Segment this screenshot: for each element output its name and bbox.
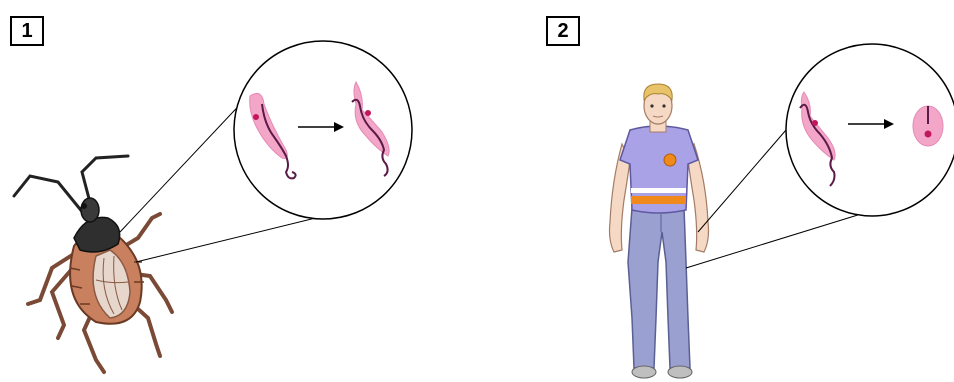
right-shoe: [668, 366, 692, 378]
bug-head: [81, 198, 99, 222]
bug-thorax: [74, 217, 120, 252]
shirt-stripe-white: [631, 188, 686, 193]
kissing-bug-illustration: [14, 156, 172, 372]
left-shoe: [632, 366, 656, 378]
human-figure: [610, 84, 709, 378]
bug-eye: [81, 203, 87, 209]
bug-antennae: [14, 156, 128, 214]
shirt-stripe-orange: [631, 196, 686, 204]
shirt-logo: [664, 154, 676, 166]
jeans: [628, 208, 690, 368]
parasite-amastigote: [913, 106, 943, 146]
